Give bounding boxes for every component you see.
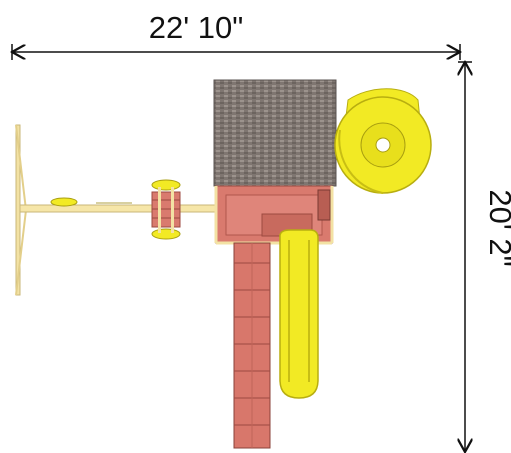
depth-label: 20' 2": [483, 189, 511, 266]
fort-deck: [214, 185, 334, 245]
a-frame-legs: [15, 124, 21, 296]
swing-beam: [19, 204, 221, 213]
ramp: [233, 242, 271, 449]
depth-dimension: 20' 2": [458, 62, 511, 452]
roof: [213, 79, 337, 187]
wave-slide: [279, 229, 319, 399]
glider: [151, 179, 181, 240]
spiral-slide: [334, 88, 432, 194]
swing-seat: [50, 197, 78, 207]
width-label: 22' 10": [149, 10, 244, 45]
width-dimension: 22' 10": [12, 10, 460, 60]
